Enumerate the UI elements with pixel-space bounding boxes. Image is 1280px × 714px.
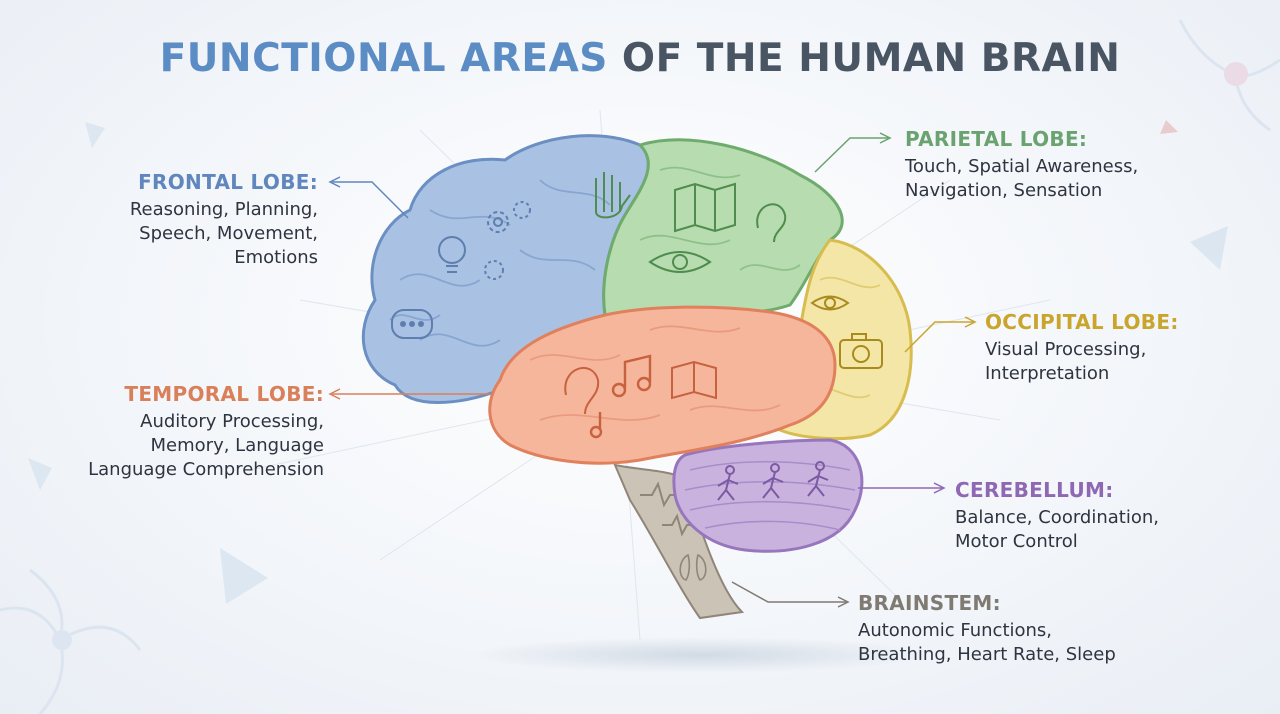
parietal-function-line: Navigation, Sensation — [905, 180, 1103, 201]
occipital-function-line: Interpretation — [985, 363, 1110, 384]
camera-icon — [839, 333, 883, 369]
crystal-shape — [220, 548, 268, 604]
temporal-lobe-name: TEMPORAL LOBE: — [124, 382, 324, 406]
temporal-lobe-label: TEMPORAL LOBE: Auditory Processing, Memo… — [40, 382, 324, 482]
crystal-shape — [85, 122, 105, 148]
parietal-function-line: Touch, Spatial Awareness, — [905, 156, 1139, 177]
ear-icon — [564, 367, 600, 415]
eye-icon — [648, 251, 712, 273]
ear-icon — [756, 203, 787, 243]
neuron-corner — [52, 630, 72, 650]
crystal-shape — [1160, 120, 1178, 134]
brainstem-leader-line — [731, 581, 850, 608]
occipital-leader-line — [904, 316, 977, 353]
music-note-icon — [589, 354, 652, 439]
heartbeat-icon — [640, 481, 682, 508]
book-icon — [671, 360, 717, 400]
heartbeat-icon — [662, 513, 697, 537]
cerebellum-label: CEREBELLUM: Balance, Coordination, Motor… — [955, 478, 1215, 554]
title-rest: OF THE HUMAN BRAIN — [621, 36, 1121, 81]
parietal-lobe-label: PARIETAL LOBE: Touch, Spatial Awareness,… — [905, 127, 1205, 203]
cerebellum-functions: Balance, Coordination, Motor Control — [955, 506, 1215, 554]
crystal-shape — [1190, 226, 1228, 270]
page-title: FUNCTIONAL AREAS OF THE HUMAN BRAIN — [0, 36, 1280, 81]
brainstem-function-line: Breathing, Heart Rate, Sleep — [858, 644, 1116, 665]
temporal-lobe-functions: Auditory Processing, Memory, Language La… — [40, 410, 324, 482]
crystal-shape — [28, 458, 52, 490]
parietal-leader-line — [814, 132, 892, 173]
title-highlight: FUNCTIONAL AREAS — [159, 36, 608, 81]
hand-icon — [595, 172, 631, 219]
cerebellum-region — [672, 438, 864, 553]
parietal-lobe-region — [595, 138, 844, 317]
temporal-function-line: Auditory Processing, — [140, 411, 324, 432]
frontal-lobe-label: FRONTAL LOBE: Reasoning, Planning, Speec… — [60, 170, 318, 270]
occipital-function-line: Visual Processing, — [985, 339, 1147, 360]
frontal-function-line: Speech, Movement, — [139, 223, 318, 244]
frontal-lobe-functions: Reasoning, Planning, Speech, Movement, E… — [60, 198, 318, 270]
temporal-function-line: Language Comprehension — [88, 459, 324, 480]
occipital-lobe-functions: Visual Processing, Interpretation — [985, 338, 1235, 386]
frontal-lobe-name: FRONTAL LOBE: — [138, 170, 318, 194]
frontal-function-line: Emotions — [234, 247, 318, 268]
map-icon — [674, 182, 736, 233]
brainstem-region — [613, 463, 745, 620]
temporal-lobe-region — [488, 305, 837, 465]
speech-bubble-icon — [391, 309, 433, 339]
eye-icon — [810, 295, 850, 311]
brainstem-label: BRAINSTEM: Autonomic Functions, Breathin… — [858, 591, 1148, 667]
frontal-leader-line — [328, 176, 409, 219]
parietal-lobe-name: PARIETAL LOBE: — [905, 127, 1088, 151]
occipital-lobe-name: OCCIPITAL LOBE: — [985, 310, 1179, 334]
brainstem-functions: Autonomic Functions, Breathing, Heart Ra… — [858, 619, 1148, 667]
cerebellum-name: CEREBELLUM: — [955, 478, 1114, 502]
frontal-function-line: Reasoning, Planning, — [129, 199, 318, 220]
gears-icon — [484, 201, 531, 280]
temporal-function-line: Memory, Language — [150, 435, 324, 456]
running-figures-icon — [717, 461, 829, 501]
brainstem-name: BRAINSTEM: — [858, 591, 1001, 615]
occipital-lobe-label: OCCIPITAL LOBE: Visual Processing, Inter… — [985, 310, 1235, 386]
neuron-corner — [1224, 62, 1248, 86]
cerebellum-function-line: Balance, Coordination, — [955, 507, 1159, 528]
temporal-leader-line — [328, 388, 490, 400]
cerebellum-leader-line — [858, 482, 946, 494]
cerebellum-function-line: Motor Control — [955, 531, 1078, 552]
parietal-lobe-functions: Touch, Spatial Awareness, Navigation, Se… — [905, 155, 1205, 203]
brainstem-function-line: Autonomic Functions, — [858, 620, 1053, 641]
lightbulb-icon — [438, 236, 466, 273]
brain-shadow — [470, 637, 930, 673]
lungs-icon — [679, 553, 707, 581]
